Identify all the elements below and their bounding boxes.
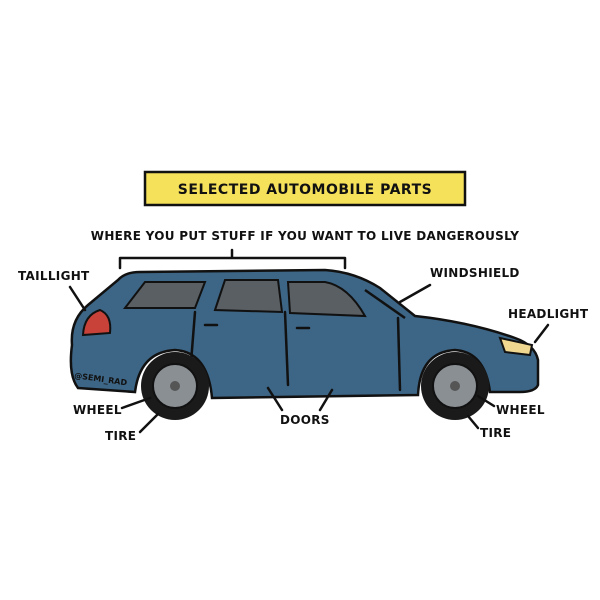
- roof-bracket: [118, 248, 347, 270]
- pointer-windshield: [398, 283, 432, 304]
- label-wheel-rear: WHEEL: [73, 403, 122, 417]
- label-doors: DOORS: [280, 413, 330, 427]
- car: @SEMI_RAD: [69, 268, 540, 420]
- label-wheel-front: WHEEL: [496, 403, 545, 417]
- pointer-headlight: [533, 323, 550, 344]
- label-windshield: WINDSHIELD: [430, 266, 520, 280]
- rear-door-window: [213, 279, 284, 314]
- front-door-window: [286, 281, 367, 318]
- title: SELECTED AUTOMOBILE PARTS: [178, 182, 432, 198]
- rear-window: [122, 281, 207, 309]
- taillight: [81, 308, 112, 337]
- pointer-tire-rear: [138, 412, 160, 434]
- pointer-wheel-front: [476, 394, 496, 408]
- windshield: [364, 288, 406, 320]
- headlight: [498, 336, 534, 357]
- pointer-wheel-rear: [120, 396, 152, 410]
- label-tire-rear: TIRE: [105, 429, 136, 443]
- label-taillight: TAILLIGHT: [18, 269, 90, 283]
- rear-wheel: [141, 352, 209, 420]
- door-handles: [203, 323, 311, 330]
- front-wheel: [421, 352, 489, 420]
- title-box: SELECTED AUTOMOBILE PARTS: [143, 170, 467, 207]
- pointer-tire-front: [466, 414, 480, 430]
- pointer-doors: [266, 386, 334, 412]
- label-tire-front: TIRE: [480, 426, 511, 440]
- subtitle-label: WHERE YOU PUT STUFF IF YOU WANT TO LIVE …: [91, 229, 519, 243]
- label-headlight: HEADLIGHT: [508, 307, 589, 321]
- pointer-taillight: [68, 285, 87, 312]
